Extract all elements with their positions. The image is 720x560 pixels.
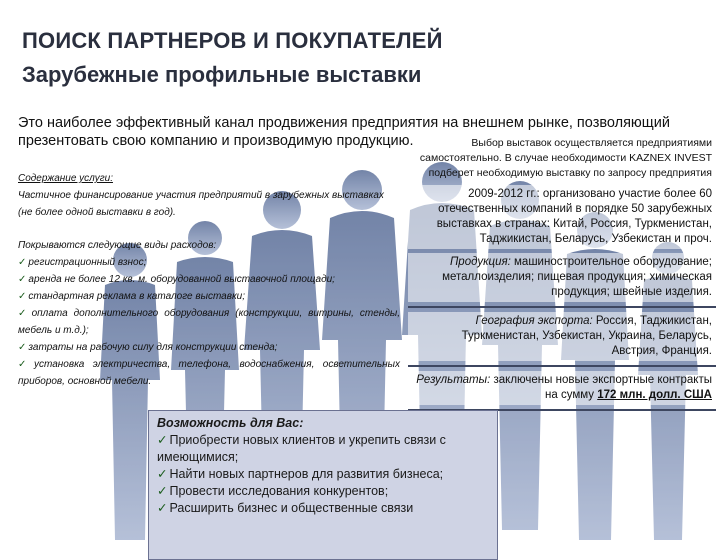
history-text: 2009-2012 гг.: организовано участие боле… xyxy=(408,185,716,249)
title-block: ПОИСК ПАРТНЕРОВ И ПОКУПАТЕЛЕЙ Зарубежные… xyxy=(22,28,702,88)
check-icon: ✓ xyxy=(157,467,168,481)
opportunity-item: ✓Приобрести новых клиентов и укрепить св… xyxy=(157,433,446,464)
expense-item: ✓регистрационный взнос; xyxy=(18,257,147,268)
check-icon: ✓ xyxy=(157,501,168,515)
results-block: Результаты: заключены новые экспортные к… xyxy=(408,371,716,405)
results-label: Результаты: xyxy=(416,374,491,386)
expense-item: ✓оплата дополнительного оборудования (ко… xyxy=(18,308,400,336)
check-icon: ✓ xyxy=(18,274,27,285)
check-icon: ✓ xyxy=(157,433,168,447)
opportunity-item: ✓Провести исследования конкурентов; xyxy=(157,484,389,498)
expense-item: ✓затраты на рабочую силу для конструкции… xyxy=(18,342,278,353)
expense-item: ✓установка электричества, телефона, водо… xyxy=(18,359,400,387)
check-icon: ✓ xyxy=(18,257,27,268)
expense-item: ✓стандартная реклама в каталоге выставки… xyxy=(18,291,246,302)
check-icon: ✓ xyxy=(18,308,30,319)
opportunities-box: Возможность для Вас: ✓Приобрести новых к… xyxy=(148,410,498,560)
separator xyxy=(408,409,716,411)
geography-label: География экспорта: xyxy=(475,315,593,327)
opportunity-item: ✓Найти новых партнеров для развития бизн… xyxy=(157,467,444,481)
page-title: ПОИСК ПАРТНЕРОВ И ПОКУПАТЕЛЕЙ xyxy=(22,28,443,53)
opportunities-heading: Возможность для Вас: xyxy=(157,416,304,430)
services-note: (не более одной выставки в год). xyxy=(18,207,176,218)
check-icon: ✓ xyxy=(18,359,33,370)
separator xyxy=(408,365,716,367)
results-amount: 172 млн. долл. США xyxy=(597,389,712,401)
geography-block: География экспорта: Россия, Таджикистан,… xyxy=(408,312,716,361)
selection-note: Выбор выставок осуществляется предприяти… xyxy=(419,137,712,179)
separator xyxy=(408,306,716,308)
products-block: Продукция: машиностроительное оборудован… xyxy=(408,253,716,302)
services-text: Частичное финансирование участия предпри… xyxy=(18,190,384,201)
check-icon: ✓ xyxy=(18,342,27,353)
expenses-heading: Покрываются следующие виды расходов: xyxy=(18,240,217,251)
opportunity-item: ✓Расширить бизнес и общественные связи xyxy=(157,501,414,515)
products-label: Продукция: xyxy=(449,256,511,268)
check-icon: ✓ xyxy=(18,291,27,302)
check-icon: ✓ xyxy=(157,484,168,498)
stats-column: Выбор выставок осуществляется предприяти… xyxy=(408,136,716,415)
intro-text: Это наиболее эффективный канал продвижен… xyxy=(18,115,670,149)
services-column: Содержание услуги: Частичное финансирова… xyxy=(18,170,400,390)
page-subtitle: Зарубежные профильные выставки xyxy=(22,62,422,87)
expense-item: ✓аренда не более 12 кв. м. оборудованной… xyxy=(18,274,335,285)
services-heading: Содержание услуги: xyxy=(18,173,113,184)
